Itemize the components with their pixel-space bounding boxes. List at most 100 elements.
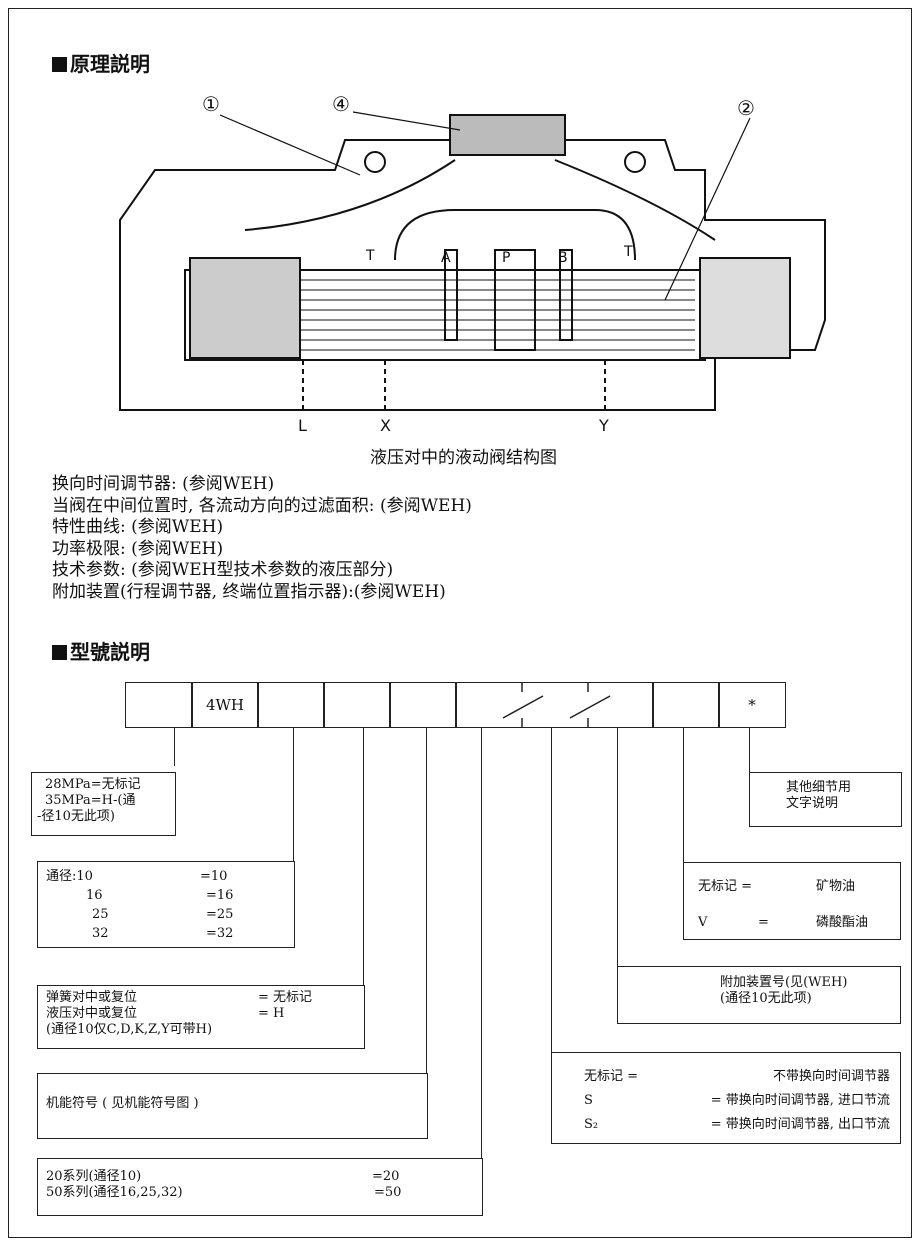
timer-desc: 不带换向时间调节器 bbox=[772, 1069, 890, 1084]
land-p bbox=[494, 249, 536, 351]
callout-leader-4 bbox=[352, 111, 461, 131]
pilot-channel-left bbox=[244, 159, 456, 231]
symbol-box: 机能符号 ( 见机能符号图 ) bbox=[37, 1073, 428, 1139]
other-line: 其他细节用 bbox=[786, 780, 852, 795]
note: 特性曲线: (参阅WEH) bbox=[52, 517, 224, 537]
port-t-right: T bbox=[624, 244, 633, 260]
fluid-code: V bbox=[698, 915, 708, 930]
accessory-line: (通径10无此项) bbox=[720, 991, 812, 1006]
pilot-block bbox=[449, 114, 566, 156]
timer-desc: = 带换向时间调节器, 出口节流 bbox=[710, 1117, 890, 1132]
fluid-name: 矿物油 bbox=[816, 879, 856, 894]
timer-desc: = 带换向时间调节器, 进口节流 bbox=[710, 1093, 890, 1108]
series-box: 20系列(通径10) =20 50系列(通径16,25,32) =50 bbox=[37, 1158, 483, 1216]
note: 技术参数: (参阅WEH型技术参数的液压部分) bbox=[52, 560, 394, 580]
size-code: =16 bbox=[206, 888, 234, 903]
code-cell-pressure bbox=[125, 682, 193, 728]
pressure-line: 28MPa=无标记 bbox=[45, 777, 141, 792]
land-b bbox=[559, 249, 573, 341]
fluid-box: 无标记 = 矿物油 V = 磷酸酯油 bbox=[683, 862, 901, 940]
notes-list: 换向时间调节器: (参阅WEH) 当阀在中间位置时, 各流动方向的过滤面积: (… bbox=[52, 474, 472, 603]
leader-line bbox=[426, 728, 427, 1074]
slash-separators bbox=[502, 682, 611, 728]
size-value: 25 bbox=[92, 907, 109, 922]
pressure-line: 35MPa=H-(通 bbox=[45, 793, 136, 808]
leader-line bbox=[683, 728, 684, 863]
port-t-left: T bbox=[366, 248, 375, 264]
other-line: 文字说明 bbox=[786, 796, 839, 811]
size-box: 通径:10=10 16=16 25=25 32=32 bbox=[37, 861, 295, 948]
port-x: X bbox=[380, 416, 391, 435]
timer-code: S₂ bbox=[584, 1117, 599, 1132]
note: 换向时间调节器: (参阅WEH) bbox=[52, 474, 275, 494]
leader-line bbox=[749, 728, 750, 773]
code-cell-fluid bbox=[652, 682, 720, 728]
size-value: 32 bbox=[92, 926, 109, 941]
callout-2: ② bbox=[737, 96, 755, 120]
mount-hole-right bbox=[624, 151, 646, 173]
fluid-eq: = bbox=[758, 915, 769, 930]
leader-line bbox=[551, 728, 552, 1053]
pilot-channel-right bbox=[554, 159, 716, 241]
size-value: 16 bbox=[86, 888, 103, 903]
callout-leader-1 bbox=[219, 114, 361, 176]
land-a bbox=[444, 249, 458, 341]
port-l: L bbox=[298, 416, 307, 435]
size-code: =32 bbox=[206, 926, 234, 941]
leader-line bbox=[363, 728, 364, 986]
series-code: =50 bbox=[374, 1185, 402, 1200]
series-option: 50系列(通径16,25,32) bbox=[46, 1185, 183, 1200]
leader-line bbox=[293, 728, 294, 861]
symbol-text: 机能符号 ( 见机能符号图 ) bbox=[46, 1096, 199, 1111]
heading-text: 型號説明 bbox=[70, 640, 150, 664]
valve-cross-section-diagram bbox=[119, 111, 826, 411]
code-4wh: 4WH bbox=[205, 696, 245, 714]
mount-hole-left bbox=[364, 151, 386, 173]
code-cell-symbol bbox=[389, 682, 457, 728]
leader-line bbox=[617, 728, 618, 966]
code-cell-centering bbox=[323, 682, 391, 728]
code-asterisk: * bbox=[748, 696, 756, 714]
timer-code: S bbox=[584, 1093, 593, 1108]
leader-line bbox=[481, 728, 482, 1159]
note: 功率极限: (参阅WEH) bbox=[52, 538, 224, 559]
size-value: 10 bbox=[76, 869, 93, 884]
callout-leader-2 bbox=[664, 117, 751, 301]
pressure-line: -径10无此项) bbox=[37, 809, 116, 824]
code-cell-series-timer-accessory bbox=[455, 682, 654, 728]
page-frame bbox=[8, 8, 912, 1238]
code-cell-other: * bbox=[718, 682, 786, 728]
fluid-code: 无标记 = bbox=[698, 879, 753, 894]
fluid-name: 磷酸酯油 bbox=[816, 915, 869, 930]
leader-line bbox=[174, 728, 175, 766]
series-code: =20 bbox=[372, 1169, 400, 1184]
size-label: 通径: bbox=[46, 869, 77, 884]
port-y: Y bbox=[599, 416, 609, 435]
centering-note: (通径10仅C,D,K,Z,Y可带H) bbox=[46, 1022, 213, 1037]
section-heading-model: 型號説明 bbox=[52, 636, 150, 665]
other-details-box: 其他细节用 文字说明 bbox=[749, 772, 902, 827]
centering-option: 弹簧对中或复位 bbox=[46, 990, 138, 1005]
section-heading-principle: 原理説明 bbox=[52, 48, 150, 77]
centering-box: 弹簧对中或复位= 无标记 液压对中或复位= H (通径10仅C,D,K,Z,Y可… bbox=[37, 985, 365, 1049]
switching-timer-box: 无标记 = 不带换向时间调节器 S = 带换向时间调节器, 进口节流 S₂ = 带换向… bbox=[551, 1052, 901, 1144]
code-cell-size bbox=[257, 682, 325, 728]
left-piston bbox=[189, 257, 301, 359]
note: 附加装置(行程调节器, 终端位置指示器):(参阅WEH) bbox=[52, 581, 446, 602]
accessory-box: 附加装置号(见(WEH) (通径10无此项) bbox=[617, 966, 901, 1024]
port-a: A bbox=[441, 250, 451, 266]
timer-code: 无标记 = bbox=[584, 1069, 639, 1084]
series-option: 20系列(通径10) bbox=[46, 1169, 142, 1184]
heading-text: 原理説明 bbox=[70, 52, 150, 76]
diagram-caption: 液压对中的液动阀结构图 bbox=[370, 448, 557, 468]
centering-code: = 无标记 bbox=[258, 990, 313, 1005]
callout-1: ① bbox=[202, 92, 220, 116]
right-spring-cap bbox=[699, 257, 791, 359]
valve-body-outline bbox=[119, 139, 826, 411]
code-cell-4wh: 4WH bbox=[191, 682, 259, 728]
callout-4: ④ bbox=[332, 92, 350, 116]
port-p: P bbox=[502, 250, 511, 266]
tank-channel bbox=[394, 209, 636, 261]
accessory-line: 附加装置号(见(WEH) bbox=[720, 975, 848, 990]
centering-code: = H bbox=[258, 1006, 285, 1021]
